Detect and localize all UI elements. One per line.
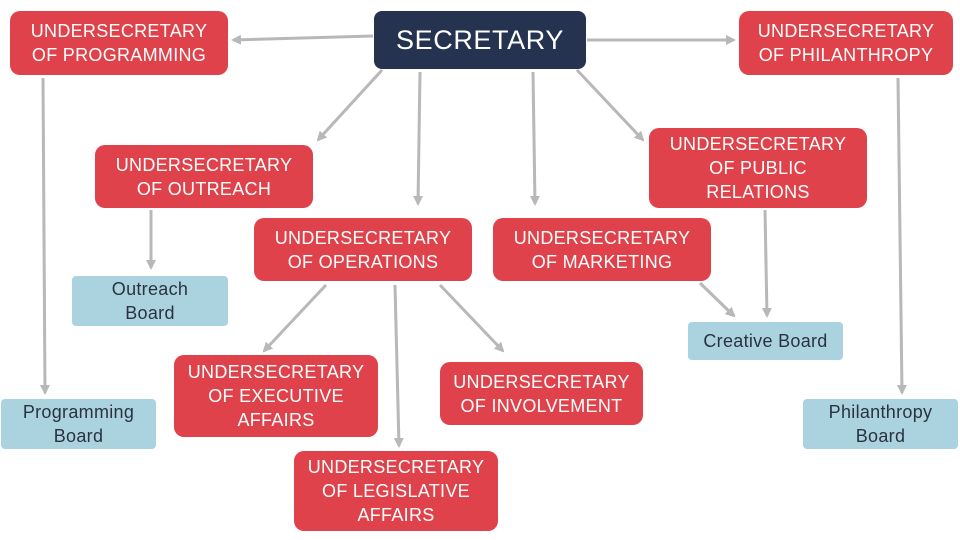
arrow-public-relations-to-creative xyxy=(761,209,772,318)
undersecretary-operations-node: UNDERSECRETARY OF OPERATIONS xyxy=(254,218,472,281)
arrow-marketing-to-creative xyxy=(698,281,736,318)
arrow-operations-to-legislative xyxy=(393,284,404,448)
arrow-secretary-to-operations xyxy=(413,71,424,206)
arrow-philanthropy-to-board xyxy=(896,77,907,395)
arrow-operations-to-involvement xyxy=(438,283,505,353)
undersecretary-legislative-affairs-label: UNDERSECRETARY OF LEGISLATIVE AFFAIRS xyxy=(307,457,485,525)
arrow-secretary-to-public-relations xyxy=(575,68,645,142)
secretary-node: SECRETARY xyxy=(374,11,586,69)
arrow-secretary-to-marketing xyxy=(529,71,540,206)
undersecretary-programming-node: UNDERSECRETARY OF PROGRAMMING xyxy=(10,11,228,75)
undersecretary-marketing-node: UNDERSECRETARY OF MARKETING xyxy=(493,218,711,281)
undersecretary-involvement-label: UNDERSECRETARY OF INVOLVEMENT xyxy=(453,371,630,416)
arrow-secretary-to-programming xyxy=(231,34,374,45)
undersecretary-marketing-label: UNDERSECRETARY OF MARKETING xyxy=(513,227,691,272)
undersecretary-public-relations-node: UNDERSECRETARY OF PUBLIC RELATIONS xyxy=(649,128,867,208)
arrow-programming-to-board xyxy=(39,77,50,395)
undersecretary-executive-affairs-label: UNDERSECRETARY OF EXECUTIVE AFFAIRS xyxy=(187,362,365,430)
creative-board-node: Creative Board xyxy=(688,322,843,360)
creative-board-label: Creative Board xyxy=(703,331,828,351)
undersecretary-executive-affairs-node: UNDERSECRETARY OF EXECUTIVE AFFAIRS xyxy=(174,355,378,437)
undersecretary-outreach-node: UNDERSECRETARY OF OUTREACH xyxy=(95,145,313,208)
undersecretary-legislative-affairs-node: UNDERSECRETARY OF LEGISLATIVE AFFAIRS xyxy=(294,451,498,531)
undersecretary-programming-label: UNDERSECRETARY OF PROGRAMMING xyxy=(30,21,208,65)
secretary-label: SECRETARY xyxy=(396,25,564,55)
programming-board-node: Programming Board xyxy=(1,399,156,449)
programming-board-label: Programming Board xyxy=(22,402,135,446)
undersecretary-philanthropy-node: UNDERSECRETARY OF PHILANTHROPY xyxy=(739,11,953,75)
philanthropy-board-label: Philanthropy Board xyxy=(828,402,933,446)
outreach-board-label: Outreach Board xyxy=(111,279,189,323)
undersecretary-operations-label: UNDERSECRETARY OF OPERATIONS xyxy=(274,227,452,272)
outreach-board-node: Outreach Board xyxy=(72,276,228,326)
undersecretary-philanthropy-label: UNDERSECRETARY OF PHILANTHROPY xyxy=(757,21,935,65)
undersecretary-outreach-label: UNDERSECRETARY OF OUTREACH xyxy=(115,154,293,199)
arrow-secretary-to-outreach xyxy=(316,68,384,142)
philanthropy-board-node: Philanthropy Board xyxy=(803,399,958,449)
arrow-operations-to-executive xyxy=(262,283,328,353)
undersecretary-public-relations-label: UNDERSECRETARY OF PUBLIC RELATIONS xyxy=(669,134,847,202)
undersecretary-involvement-node: UNDERSECRETARY OF INVOLVEMENT xyxy=(440,362,643,425)
